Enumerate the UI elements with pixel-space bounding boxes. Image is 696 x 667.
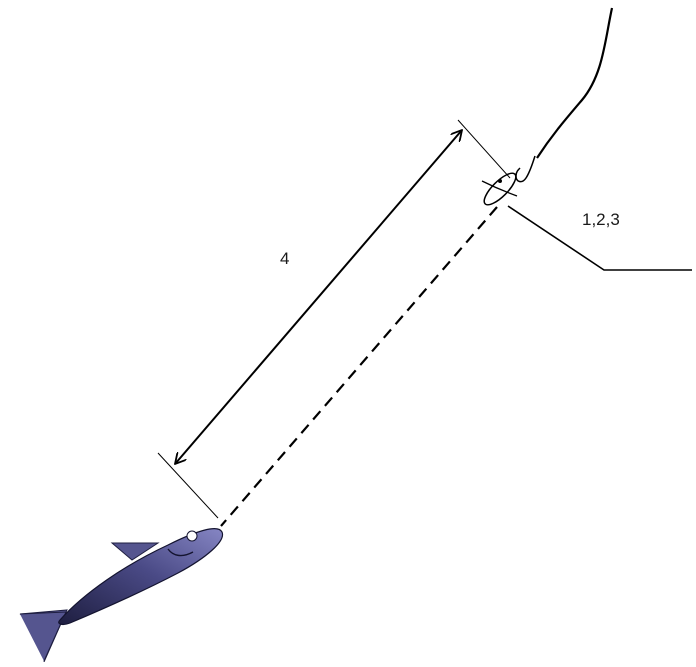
callout-leader (507, 205, 692, 271)
knot-icon (481, 172, 518, 206)
hook-icon (515, 155, 536, 183)
fish-dorsal-fin (110, 542, 160, 561)
fish-icon (19, 528, 224, 663)
callout-label: 1,2,3 (582, 210, 620, 229)
main-line (536, 7, 614, 159)
extension-line-bottom (157, 452, 219, 519)
fish-gill (167, 548, 194, 557)
extension-line-top (457, 119, 511, 179)
leader-line (220, 206, 498, 527)
distance-label: 4 (280, 249, 289, 268)
distance-arrow (175, 130, 462, 464)
fish-body (58, 528, 224, 626)
fish-eye (186, 530, 198, 542)
